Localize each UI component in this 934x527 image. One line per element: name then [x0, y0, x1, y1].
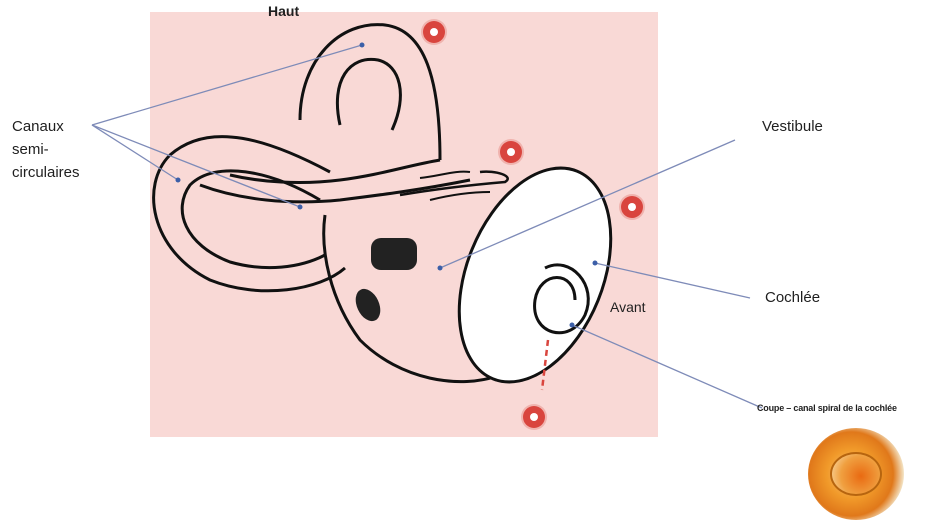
pointer-canal-posterior: [92, 125, 300, 207]
label-canaux-semi-circulaires: Canaux semi- circulaires: [12, 115, 80, 184]
pointer-canal-superior: [92, 45, 362, 125]
label-haut: Haut: [268, 2, 299, 21]
label-canaux-line3: circulaires: [12, 161, 80, 184]
cochlea-cross-section-image: [808, 428, 904, 520]
superior-canal-inner: [337, 59, 400, 130]
pointer-dot-superior: [360, 43, 365, 48]
pointer-coupe: [572, 325, 762, 408]
pointer-dot-cochlee: [593, 261, 598, 266]
label-canaux-line1: Canaux: [12, 115, 80, 138]
red-dot-marker-icon: [500, 141, 522, 163]
cochlea-shape: [430, 146, 640, 405]
red-dot-marker-icon: [523, 406, 545, 428]
round-window: [351, 285, 385, 325]
pointer-dot-posterior: [298, 205, 303, 210]
red-dot-marker-icon: [621, 196, 643, 218]
label-avant: Avant: [610, 298, 646, 317]
label-coupe: Coupe – canal spiral de la cochlée: [757, 399, 897, 418]
oval-window: [371, 238, 417, 270]
pointer-dot-coupe: [570, 323, 575, 328]
label-canaux-line2: semi-: [12, 138, 80, 161]
red-dot-marker-icon: [423, 21, 445, 43]
pointer-dot-lateral: [176, 178, 181, 183]
label-cochlee: Cochlée: [765, 288, 820, 307]
pointer-dot-vestibule: [438, 266, 443, 271]
posterior-canal-inner: [230, 160, 440, 182]
pointer-cochlee: [595, 263, 750, 298]
pointer-canal-lateral: [92, 125, 178, 180]
label-vestibule: Vestibule: [762, 117, 823, 136]
superior-canal: [300, 25, 440, 160]
cochlea-section-core: [830, 452, 882, 496]
